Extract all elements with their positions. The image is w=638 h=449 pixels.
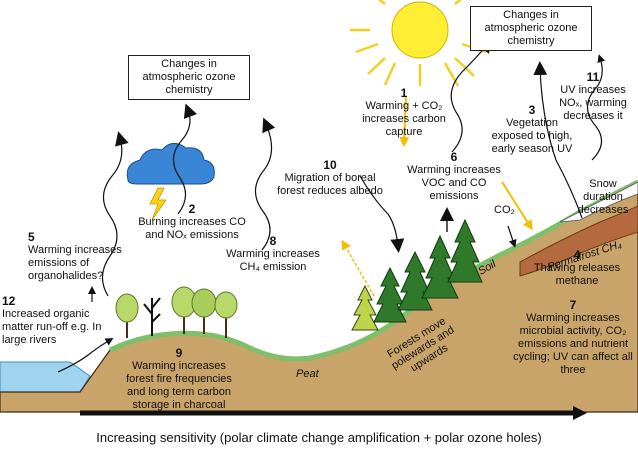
arrow-2 bbox=[172, 103, 198, 215]
label-12-text: Increased organic matter run-off e.g. In… bbox=[2, 308, 102, 346]
co2-label: CO₂ bbox=[494, 204, 515, 216]
label-1-number: 1 bbox=[400, 86, 408, 100]
arrow-co2 bbox=[507, 225, 517, 248]
label-2-number: 2 bbox=[188, 202, 196, 216]
label-10-number: 10 bbox=[323, 158, 337, 172]
label-10-text: Migration of boreal forest reduces albed… bbox=[277, 172, 383, 197]
label-6-text: Warming increases VOC and CO emissions bbox=[407, 164, 501, 202]
ozone-box-left: Changes in atmospheric ozone chemistry bbox=[128, 55, 250, 100]
label-8-text: Warming increases CH₄ emission bbox=[226, 248, 320, 273]
label-5-text: Warming increases emissions of organohal… bbox=[28, 244, 122, 282]
ozone-box-right: Changes in atmospheric ozone chemistry bbox=[470, 6, 592, 51]
label-6-number: 6 bbox=[450, 150, 458, 164]
lightning-icon bbox=[149, 187, 167, 221]
peat-label: Peat bbox=[296, 368, 319, 380]
arrow-1-down bbox=[359, 175, 405, 253]
label-5-number: 5 bbox=[28, 230, 35, 244]
label-4-number: 4 bbox=[573, 248, 581, 262]
cloud-icon bbox=[126, 143, 215, 185]
river-water bbox=[0, 361, 91, 393]
label-2-text: Burning increases CO and NOₓ emissions bbox=[138, 216, 246, 241]
sun-icon bbox=[350, 0, 490, 87]
permafrost-layer bbox=[519, 205, 638, 277]
label-8-number: 8 bbox=[269, 234, 277, 248]
label-9-text: Warming increases forest fire frequencie… bbox=[126, 360, 232, 411]
label-3-text: Vegetation exposed to high, early season… bbox=[491, 117, 573, 155]
label-12-number: 12 bbox=[2, 294, 16, 308]
albedo-arrow bbox=[341, 239, 375, 297]
label-11-number: 11 bbox=[586, 70, 600, 84]
label-1-text: Warming + CO₂ increases carbon capture bbox=[362, 100, 446, 138]
arrow-8 bbox=[254, 117, 276, 251]
arrow-5 bbox=[101, 131, 129, 297]
snow-label: Snow duration decreases bbox=[577, 178, 629, 216]
arrow-4 bbox=[533, 61, 583, 219]
label-7-number: 7 bbox=[569, 298, 577, 312]
label-7-text: Warming increases microbial activity, CO… bbox=[513, 312, 633, 376]
arrow-11 bbox=[586, 54, 606, 161]
ozone-box-right-text: Changes in atmospheric ozone chemistry bbox=[484, 9, 578, 47]
label-4-text: Thawing releases methane bbox=[533, 262, 621, 287]
label-9-number: 9 bbox=[175, 346, 183, 360]
arrow-6 bbox=[450, 38, 493, 153]
sensitivity-caption: Increasing sensitivity (polar climate ch… bbox=[96, 430, 542, 445]
conifer-trees bbox=[351, 218, 483, 331]
uv-arrow-3 bbox=[501, 181, 533, 231]
label-11-text: UV increases NOₓ, warming decreases it bbox=[559, 84, 627, 122]
deciduous-trees bbox=[115, 286, 238, 338]
label-3-number: 3 bbox=[528, 103, 536, 117]
arrow-12 bbox=[57, 337, 114, 373]
uv-arrow-1 bbox=[399, 95, 410, 147]
ozone-box-left-text: Changes in atmospheric ozone chemistry bbox=[142, 58, 236, 96]
